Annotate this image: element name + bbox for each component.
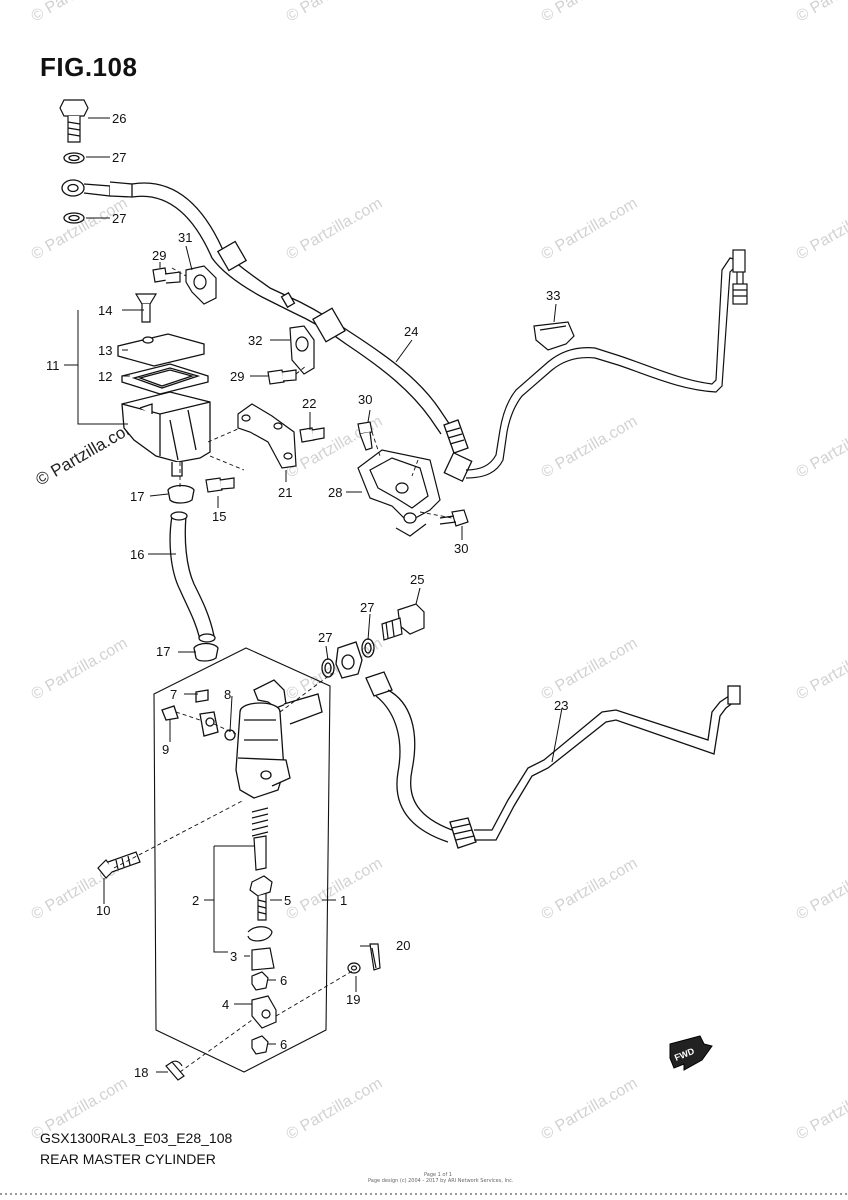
callout-3: 3: [230, 949, 237, 964]
print-info: Page 1 of 1 Page design (c) 2004 - 2017 …: [368, 1172, 514, 1184]
callout-13: 13: [98, 343, 112, 358]
callout-27: 27: [112, 211, 126, 226]
callout-17: 17: [130, 489, 144, 504]
leader-lines: [64, 117, 563, 1073]
callout-7: 7: [170, 687, 177, 702]
callout-31: 31: [178, 230, 192, 245]
callout-21: 21: [278, 485, 292, 500]
callout-20: 20: [396, 938, 410, 953]
callout-33: 33: [546, 288, 560, 303]
callout-29: 29: [152, 248, 166, 263]
watermark: © Partzilla.com: [284, 855, 386, 924]
upper-brake-hose: [61, 179, 473, 483]
watermark: © Partzilla.com: [794, 195, 848, 264]
diagram-name: REAR MASTER CYLINDER: [40, 1151, 216, 1167]
callouts: 26 27 27 29 31 14 13 11 12 32 29 24 33 2…: [46, 111, 568, 1080]
callout-24: 24: [404, 324, 418, 339]
callout-2: 2: [192, 893, 199, 908]
callout-18: 18: [134, 1065, 148, 1080]
callout-30: 30: [358, 392, 372, 407]
callout-17: 17: [156, 644, 170, 659]
watermark: © Partzilla.com: [794, 1075, 848, 1144]
watermark: © Partzilla.com: [539, 855, 641, 924]
callout-16: 16: [130, 547, 144, 562]
sealing-washers: [63, 152, 375, 678]
watermark: © Partzilla.com: [539, 635, 641, 704]
callout-27: 27: [318, 630, 332, 645]
model-code: GSX1300RAL3_E03_E28_108: [40, 1130, 233, 1146]
callout-14: 14: [98, 303, 112, 318]
callout-29: 29: [230, 369, 244, 384]
callout-8: 8: [224, 687, 231, 702]
page-edge: [0, 1193, 848, 1195]
callout-9: 9: [162, 742, 169, 757]
figure-title: FIG.108: [40, 52, 138, 82]
callout-32: 32: [248, 333, 262, 348]
callout-27: 27: [360, 600, 374, 615]
callout-12: 12: [98, 369, 112, 384]
callout-22: 22: [302, 396, 316, 411]
reservoir-hose-16: [167, 484, 219, 662]
watermark: © Partzilla.com: [29, 195, 131, 264]
watermark: © Partzilla.com: [539, 195, 641, 264]
bracket-28: [357, 449, 441, 537]
watermark-layer: © Partzilla.com © Partzilla.com © Partzi…: [29, 0, 848, 1143]
callout-26: 26: [112, 111, 126, 126]
callout-28: 28: [328, 485, 342, 500]
watermark: © Partzilla.com: [284, 0, 386, 25]
watermark: © Partzilla.com: [539, 1075, 641, 1144]
callout-27: 27: [112, 150, 126, 165]
watermark: © Partzilla.com: [284, 195, 386, 264]
small-bolts: [59, 99, 469, 1081]
callout-6: 6: [280, 1037, 287, 1052]
upper-brake-pipe: [465, 249, 748, 479]
master-cylinder-body: [161, 679, 323, 799]
print-info-line1: Page 1 of 1: [423, 1172, 453, 1178]
watermark: © Partzilla.com: [794, 635, 848, 704]
callout-11: 11: [46, 358, 60, 373]
callout-25: 25: [410, 572, 424, 587]
master-cylinder-group-box: [153, 647, 331, 1073]
watermark: © Partzilla.com: [794, 413, 848, 482]
pipe-clamp-33: [533, 321, 575, 351]
callout-1: 1: [340, 893, 347, 908]
callout-10: 10: [96, 903, 110, 918]
reservoir: [117, 333, 211, 477]
piston-kit: [247, 807, 277, 1055]
fwd-arrow-icon: FWD: [669, 1035, 713, 1071]
watermark: © Partzilla.com: [794, 0, 848, 25]
callout-6: 6: [280, 973, 287, 988]
callout-30: 30: [454, 541, 468, 556]
lower-brake-hose-23: [335, 641, 741, 849]
watermark: © Partzilla.com: [539, 0, 641, 25]
callout-23: 23: [554, 698, 568, 713]
guide-lines: [113, 267, 453, 1073]
watermark: © Partzilla.com: [29, 0, 131, 25]
cotter-pin-and-washer: [347, 943, 381, 974]
watermark: © Partzilla.com: [794, 855, 848, 924]
watermark: © Partzilla.com: [29, 635, 131, 704]
watermark: © Partzilla.com: [284, 1075, 386, 1144]
watermark: © Partzilla.com: [539, 413, 641, 482]
callout-4: 4: [222, 997, 229, 1012]
callout-5: 5: [284, 893, 291, 908]
reservoir-bracket-21: [237, 403, 297, 469]
hose-clamps: [185, 265, 315, 375]
callout-15: 15: [212, 509, 226, 524]
print-info-line2: Page design (c) 2004 - 2017 by ARI Netwo…: [368, 1178, 514, 1184]
callout-19: 19: [346, 992, 360, 1007]
